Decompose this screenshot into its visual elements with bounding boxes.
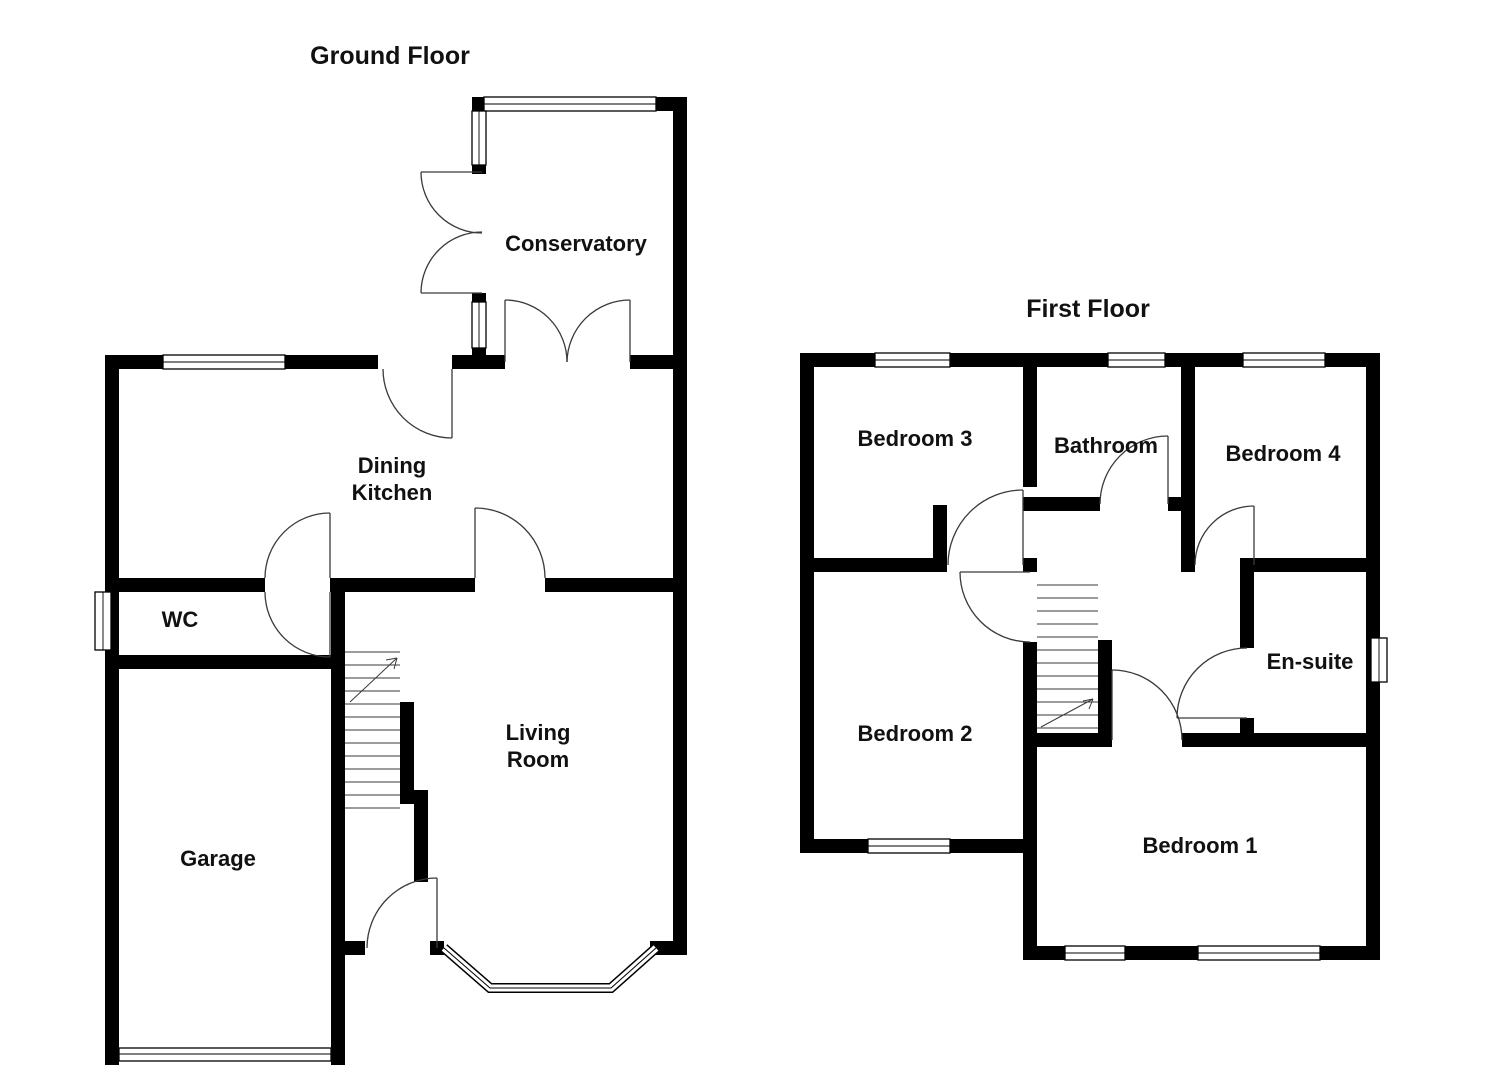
garage-door-panel — [118, 1047, 332, 1062]
door-arc — [420, 231, 483, 294]
room-label-bathroom: Bathroom — [1054, 433, 1158, 458]
wall — [472, 293, 486, 302]
door-arc — [264, 591, 331, 658]
door-arc — [474, 507, 546, 579]
door-arc — [264, 512, 331, 579]
door-arc — [382, 368, 453, 439]
wall — [1240, 558, 1254, 648]
wall — [1254, 558, 1380, 572]
door-arc — [1099, 435, 1169, 505]
wall — [673, 97, 687, 955]
door-arc — [420, 171, 483, 234]
ground-floor-plan: Ground Floor — [94, 42, 687, 1065]
wall — [1240, 718, 1254, 747]
stair-treads — [345, 651, 400, 809]
door-arc — [1194, 505, 1255, 566]
room-label-bedroom1: Bedroom 1 — [1143, 833, 1258, 858]
wall — [285, 355, 378, 369]
window — [471, 110, 487, 166]
wall — [800, 353, 814, 853]
room-label-garage: Garage — [180, 846, 256, 871]
wall — [1182, 733, 1380, 747]
window — [867, 838, 951, 854]
door-arc — [366, 877, 438, 949]
wall — [472, 348, 486, 355]
window — [471, 301, 487, 349]
bay-window-glass — [443, 947, 657, 989]
window — [1197, 945, 1321, 961]
ground-floor-windows — [94, 96, 657, 651]
first-floor-title: First Floor — [1026, 295, 1150, 323]
room-label-bedroom2: Bedroom 2 — [858, 721, 973, 746]
stair-arrow — [1082, 698, 1094, 710]
wall — [630, 355, 687, 369]
room-label-conservatory: Conservatory — [505, 231, 648, 256]
door-arc — [1176, 647, 1248, 719]
room-label-bedroom3: Bedroom 3 — [858, 426, 973, 451]
door-arc — [504, 299, 568, 363]
wall — [472, 97, 486, 111]
wall — [105, 655, 331, 669]
wall — [650, 941, 687, 955]
wall — [105, 355, 119, 1065]
wall — [414, 790, 428, 882]
door-arc — [566, 299, 631, 363]
wall — [1037, 733, 1112, 747]
ground-floor-labels: Conservatory Dining Kitchen WC Living Ro… — [162, 231, 648, 871]
room-label-kitchen: Kitchen — [352, 480, 433, 505]
wall — [1098, 640, 1112, 747]
wall — [472, 165, 486, 174]
wall — [933, 505, 947, 572]
wall — [452, 355, 505, 369]
wall — [1181, 367, 1195, 572]
room-label-living: Living — [506, 720, 571, 745]
ground-floor-stairs — [345, 651, 400, 809]
window — [874, 352, 951, 368]
window — [1107, 352, 1166, 368]
window — [94, 591, 112, 651]
bay-window-outer — [440, 944, 660, 993]
first-floor-windows — [867, 352, 1388, 961]
stair-treads — [1037, 584, 1098, 729]
window — [162, 354, 286, 370]
first-floor-stairs — [1037, 584, 1098, 729]
first-floor-labels: Bedroom 3 Bathroom Bedroom 4 En-suite Be… — [858, 426, 1354, 858]
wall — [400, 702, 414, 804]
wall — [545, 578, 673, 592]
wall — [345, 941, 365, 955]
garage-door — [118, 1047, 332, 1062]
bay-window — [440, 944, 660, 993]
window — [483, 96, 657, 112]
wall — [1023, 558, 1037, 572]
stair-direction-line — [1040, 698, 1094, 728]
wall — [1023, 497, 1100, 511]
room-label-wc: WC — [162, 607, 199, 632]
stair-direction-line — [349, 657, 398, 703]
wall — [1023, 642, 1037, 960]
ground-floor-title: Ground Floor — [310, 42, 470, 70]
wall — [330, 578, 475, 592]
wall — [105, 578, 265, 592]
wall — [331, 592, 345, 1065]
window — [1370, 637, 1388, 683]
ground-floor-doors — [264, 171, 631, 949]
door-arc — [1111, 669, 1183, 741]
stair-arrow — [385, 657, 398, 670]
ground-floor-walls — [105, 97, 687, 1065]
wall — [656, 97, 687, 111]
window — [1242, 352, 1326, 368]
window — [1064, 945, 1126, 961]
first-floor-doors — [947, 435, 1255, 741]
door-arc — [947, 489, 1024, 566]
wall — [105, 355, 163, 369]
room-label-dining: Dining — [358, 453, 426, 478]
wall — [1023, 367, 1037, 487]
wall — [814, 558, 934, 572]
room-label-ensuite: En-suite — [1267, 649, 1354, 674]
room-label-bedroom4: Bedroom 4 — [1226, 441, 1342, 466]
first-floor-plan: First Floor — [800, 295, 1388, 961]
door-arc — [959, 571, 1031, 643]
room-label-living-room: Room — [507, 747, 569, 772]
